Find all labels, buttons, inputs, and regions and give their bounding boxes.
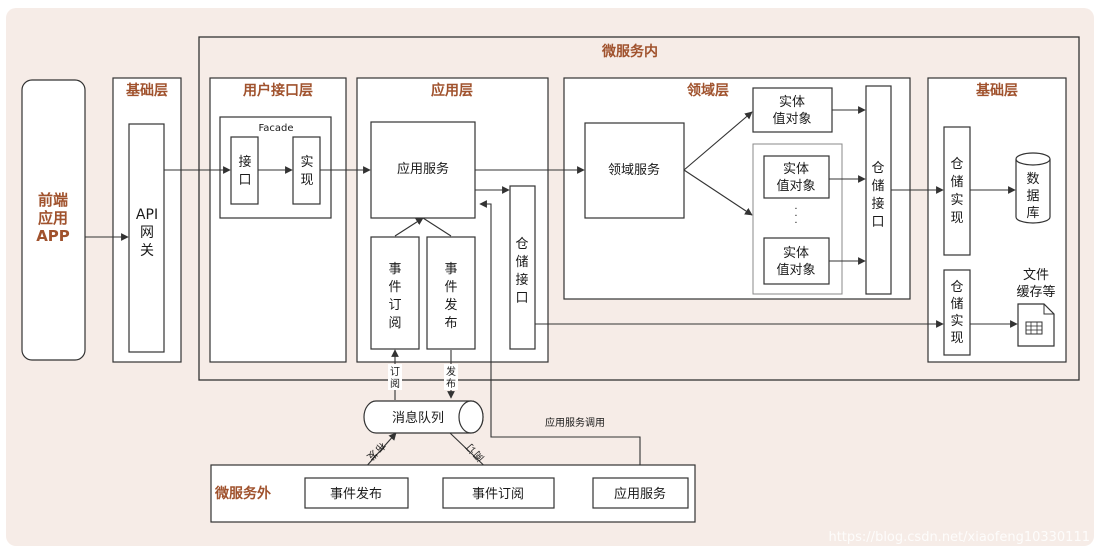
outer-app-service-label: 应用服务 bbox=[614, 486, 666, 502]
domain-repo-interface-char-1: 仓 bbox=[871, 161, 884, 176]
entity-middle-line1: 实体 bbox=[783, 162, 809, 177]
message-queue-pipe[interactable] bbox=[363, 400, 484, 434]
domain-service-label: 领域服务 bbox=[608, 162, 660, 178]
microservice-inner-boundary bbox=[198, 36, 1080, 381]
entity-box-top[interactable] bbox=[752, 87, 833, 133]
event-subscribe-char-1: 事 bbox=[388, 262, 401, 277]
outer-event-publish-box[interactable] bbox=[304, 477, 409, 509]
facade-label: Facade bbox=[258, 123, 293, 134]
event-publish-char-2: 件 bbox=[444, 280, 457, 295]
publish-label-bg bbox=[444, 364, 458, 390]
application-layer-title: 应用层 bbox=[431, 82, 473, 99]
database-icon[interactable] bbox=[1015, 152, 1051, 224]
api-gateway-box[interactable] bbox=[128, 123, 165, 353]
database-char-3: 库 bbox=[1026, 205, 1039, 221]
event-subscribe-box[interactable] bbox=[370, 236, 420, 350]
api-gateway-label-line1: API bbox=[136, 207, 158, 223]
app-repo-interface-box[interactable] bbox=[509, 185, 536, 350]
app-service-call-label: 应用服务调用 bbox=[545, 416, 605, 429]
facade-interface-box[interactable] bbox=[230, 136, 259, 205]
database-char-2: 据 bbox=[1026, 189, 1039, 204]
entity-box-middle[interactable] bbox=[763, 155, 830, 199]
repo-impl-top-char-4: 现 bbox=[950, 211, 963, 226]
repo-impl-bottom-char-1: 仓 bbox=[950, 280, 963, 295]
entity-ellipsis-1: · bbox=[794, 204, 797, 215]
event-subscribe-char-3: 订 bbox=[388, 298, 401, 313]
subscribe-label-bg bbox=[388, 364, 402, 390]
outer-event-subscribe-box[interactable] bbox=[442, 477, 555, 509]
app-repo-interface-char-3: 接 bbox=[515, 272, 528, 288]
entity-bottom-line2: 值对象 bbox=[776, 262, 815, 278]
repo-impl-top-char-2: 储 bbox=[950, 175, 963, 190]
facade-impl-box[interactable] bbox=[292, 136, 321, 205]
connector-lines bbox=[85, 106, 1018, 479]
entity-box-bottom[interactable] bbox=[763, 237, 830, 285]
file-document-icon[interactable] bbox=[1017, 303, 1055, 347]
entity-top-line1: 实体 bbox=[779, 95, 805, 110]
event-subscribe-char-4: 阅 bbox=[388, 316, 401, 331]
facade-impl-char-2: 现 bbox=[300, 173, 313, 188]
api-gateway-label-line2: 网 bbox=[140, 225, 154, 241]
domain-layer-title: 领域层 bbox=[687, 82, 729, 99]
infra-layer-left-title: 基础层 bbox=[126, 82, 168, 99]
domain-service-box[interactable] bbox=[584, 122, 685, 219]
event-publish-char-4: 布 bbox=[444, 316, 457, 331]
repo-impl-top-char-1: 仓 bbox=[950, 157, 963, 172]
api-gateway-label-line3: 关 bbox=[140, 243, 154, 259]
database-char-1: 数 bbox=[1026, 172, 1039, 187]
file-cache-label-line2: 缓存等 bbox=[1016, 284, 1055, 300]
repo-impl-top-char-3: 实 bbox=[950, 193, 963, 208]
application-service-label: 应用服务 bbox=[397, 161, 449, 177]
watermark-text: https://blog.csdn.net/xiaofeng10330111 bbox=[828, 530, 1090, 545]
app-repo-interface-char-4: 口 bbox=[515, 291, 528, 306]
entity-ellipsis-3: · bbox=[794, 218, 797, 229]
domain-repo-interface-char-3: 接 bbox=[871, 196, 884, 212]
facade-impl-char-1: 实 bbox=[300, 155, 313, 170]
repo-impl-box-bottom[interactable] bbox=[943, 269, 971, 356]
facade-interface-char-2: 口 bbox=[238, 173, 251, 188]
file-cache-label-line1: 文件 bbox=[1023, 268, 1049, 283]
event-publish-char-1: 事 bbox=[444, 262, 457, 277]
outer-app-service-box[interactable] bbox=[592, 477, 689, 509]
app-repo-interface-char-2: 储 bbox=[515, 255, 528, 270]
repo-impl-bottom-char-2: 储 bbox=[950, 297, 963, 312]
frontend-app-label-line1: 前端 bbox=[38, 191, 68, 209]
publish-label-char-2: 布 bbox=[446, 378, 456, 390]
user-interface-layer-title: 用户接口层 bbox=[243, 82, 313, 99]
entity-bottom-line1: 实体 bbox=[783, 246, 809, 261]
application-service-box[interactable] bbox=[370, 121, 476, 219]
domain-repo-interface-box[interactable] bbox=[865, 85, 892, 295]
repo-impl-bottom-char-3: 实 bbox=[950, 314, 963, 329]
infra-layer-right-title: 基础层 bbox=[976, 82, 1018, 99]
message-queue-label: 消息队列 bbox=[392, 410, 444, 426]
domain-repo-interface-char-2: 储 bbox=[871, 179, 884, 194]
frontend-app-box[interactable] bbox=[21, 79, 86, 361]
outer-event-publish-label: 事件发布 bbox=[330, 486, 382, 502]
entity-top-line2: 值对象 bbox=[772, 111, 811, 127]
microservice-outer-title: 微服务外 bbox=[214, 485, 271, 502]
subscribe-label-char-1: 订 bbox=[390, 366, 400, 378]
app-repo-interface-char-1: 仓 bbox=[515, 237, 528, 252]
facade-interface-char-1: 接 bbox=[238, 154, 251, 170]
entity-middle-line2: 值对象 bbox=[776, 178, 815, 194]
frontend-app-label-line3: APP bbox=[36, 227, 70, 245]
entity-ellipsis-2: · bbox=[794, 211, 797, 222]
outer-event-subscribe-label: 事件订阅 bbox=[472, 487, 524, 502]
publish-label-char-1: 发 bbox=[446, 365, 456, 378]
domain-repo-interface-char-4: 口 bbox=[871, 215, 884, 230]
frontend-app-label-line2: 应用 bbox=[38, 209, 68, 227]
microservice-inner-title: 微服务内 bbox=[601, 43, 658, 60]
event-subscribe-char-2: 件 bbox=[388, 280, 401, 295]
repo-impl-bottom-char-4: 现 bbox=[950, 331, 963, 346]
repo-impl-box-top[interactable] bbox=[943, 126, 971, 256]
subscribe-label-char-2: 阅 bbox=[390, 377, 400, 390]
event-publish-box[interactable] bbox=[426, 236, 476, 350]
event-publish-char-3: 发 bbox=[444, 297, 457, 313]
